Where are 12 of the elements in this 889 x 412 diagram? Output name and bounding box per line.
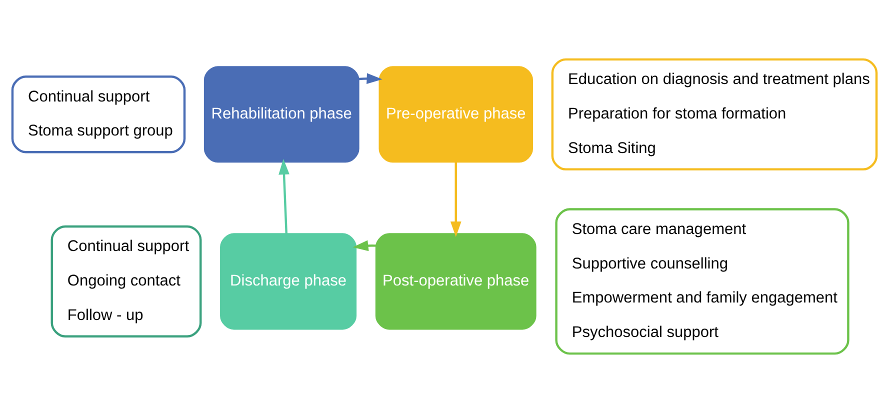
node-box: Pre-operative phase — [378, 66, 534, 162]
node-box: Continual support Ongoing contact Follow - up — [50, 224, 202, 337]
node-box: Discharge phase — [220, 232, 357, 330]
node-box: Education on diagnosis and treatment plans Preparation for stoma formation Stoma Siting — [551, 58, 878, 170]
arrow — [358, 72, 382, 84]
node-box: Stoma care management Supportive counselling Empowerment and family engagement Psychosocial support — [555, 208, 850, 354]
arrow — [352, 240, 376, 251]
node-box: Rehabilitation phase — [204, 66, 360, 162]
arrow — [450, 162, 462, 237]
node-box: Continual support Stoma support group — [11, 75, 186, 153]
node-box: Post-operative phase — [375, 232, 536, 330]
arrow — [278, 158, 290, 234]
